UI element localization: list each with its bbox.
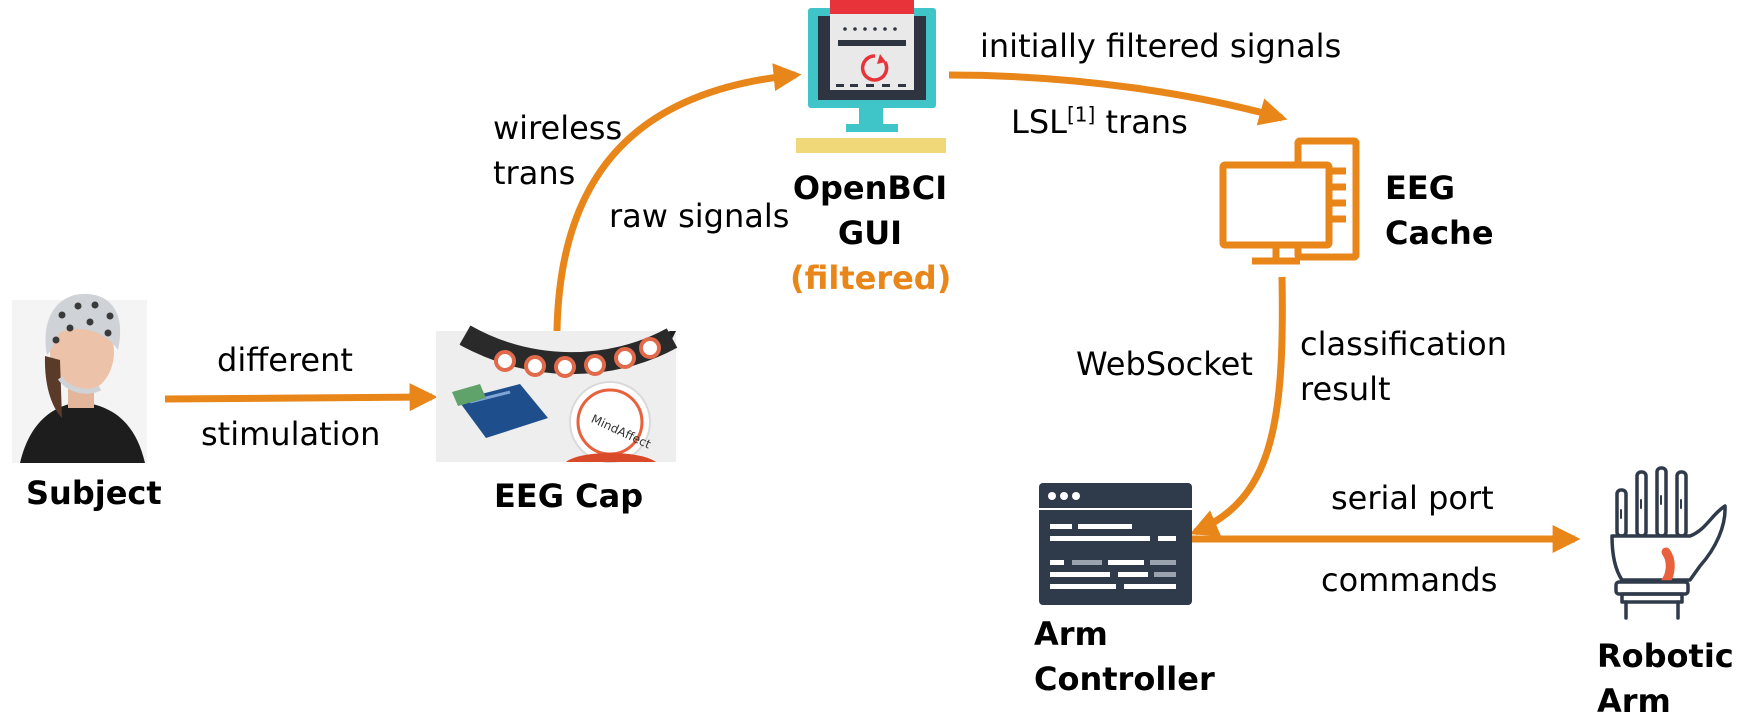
edge-label-trans: trans [493,154,576,192]
edge-label-result: result [1300,370,1391,408]
monitor-with-refresh-window-icon [796,0,946,153]
desktop-computer-tower-icon [1219,137,1360,265]
edge-label-commands: commands [1321,561,1498,599]
robotic-hand-icon [1610,466,1727,620]
edge-label-websocket: WebSocket [1076,345,1253,383]
subject-photo [12,293,147,463]
openbci-gui-label: OpenBCI GUI (filtered) [790,166,952,301]
arrow-cap-to-gui [553,63,802,332]
edge-label-stimulation: stimulation [201,415,381,453]
openbci-gui-status: (filtered) [790,259,952,297]
eeg-cache-line1: EEG [1385,169,1455,207]
lsl-reference: [1] [1066,102,1096,127]
terminal-window-icon [1039,483,1192,605]
robotic-arm-line2: Arm [1597,682,1671,720]
subject-label: Subject [26,474,162,512]
edge-label-initially-filtered: initially filtered signals [980,27,1342,65]
edge-label-serial-port: serial port [1331,479,1494,517]
robotic-arm-line1: Robotic [1597,637,1734,675]
edge-label-lsl-trans: LSL[1] trans [1011,100,1188,144]
edge-label-wireless: wireless [493,109,623,147]
arm-controller-line2: Controller [1034,660,1215,698]
openbci-gui-line1: OpenBCI [792,169,948,207]
lsl-trans-text: trans [1095,103,1188,141]
arm-controller-line1: Arm [1034,615,1108,653]
lsl-text: LSL [1011,103,1067,141]
edge-label-raw-signals: raw signals [609,197,790,235]
eeg-cache-line2: Cache [1385,214,1494,252]
arrow-subject-to-cap [164,383,438,412]
eeg-cache-label: EEG Cache [1385,166,1494,256]
arm-controller-label: Arm Controller [1034,612,1215,702]
arrow-gui-to-cache [948,71,1288,126]
eeg-cap-photo: MindAffect [436,325,678,463]
eeg-cap-label: EEG Cap [494,477,644,515]
arrow-cache-to-controller [1189,276,1286,537]
openbci-gui-line2: GUI [837,214,903,252]
robotic-arm-label: Robotic Arm [1597,634,1734,724]
edge-label-different: different [217,341,353,379]
edge-label-classification: classification [1300,325,1507,363]
